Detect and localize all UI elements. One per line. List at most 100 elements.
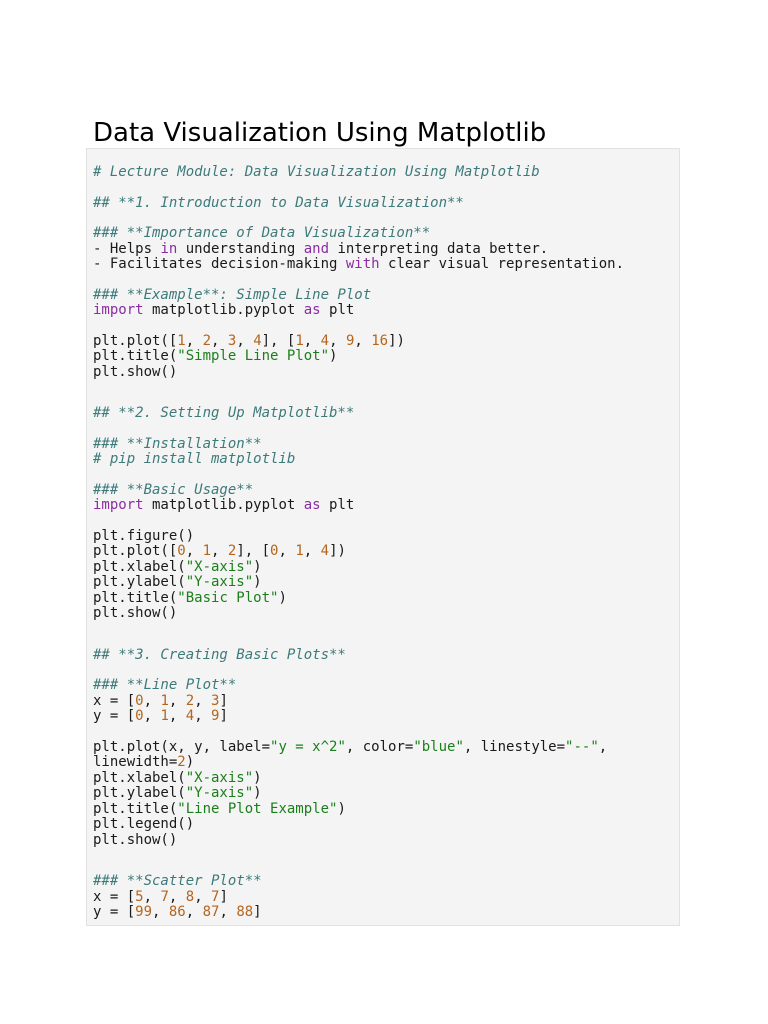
code-blank-line bbox=[93, 422, 673, 437]
code-text: plt.title( bbox=[93, 589, 178, 606]
code-text: ) bbox=[253, 574, 262, 590]
code-comment: ### **Example**: Simple Line Plot bbox=[93, 286, 372, 303]
code-comment: ## **3. Creating Basic Plots** bbox=[93, 646, 346, 663]
code-text: , bbox=[185, 904, 203, 920]
code-text: plt.show() bbox=[93, 831, 178, 848]
code-number: 5 bbox=[135, 888, 144, 905]
code-text: plt bbox=[320, 497, 355, 513]
code-section-gap bbox=[93, 848, 673, 874]
code-line: import matplotlib.pyplot as plt bbox=[93, 497, 673, 514]
code-text: ) bbox=[185, 754, 195, 770]
code-text: y = [ bbox=[93, 708, 136, 724]
code-text: , bbox=[194, 888, 212, 905]
code-line: ### **Example**: Simple Line Plot bbox=[93, 286, 673, 304]
code-text: , bbox=[354, 332, 372, 349]
code-number: 7 bbox=[211, 888, 220, 905]
code-text: , color= bbox=[345, 738, 414, 755]
code-comment: ## **1. Introduction to Data Visualizati… bbox=[93, 194, 464, 211]
code-text: ) bbox=[253, 785, 262, 801]
code-comment: # Lecture Module: Data Visualization Usi… bbox=[93, 164, 540, 180]
code-line: plt.show() bbox=[93, 831, 673, 849]
code-text: ] bbox=[219, 692, 228, 709]
code-text: , bbox=[278, 543, 296, 559]
code-text: , bbox=[303, 332, 321, 349]
code-number: 9 bbox=[211, 708, 220, 724]
code-number: 9 bbox=[345, 332, 355, 349]
code-number: 88 bbox=[236, 904, 254, 920]
code-line: plt.show() bbox=[93, 605, 673, 622]
code-number: 1 bbox=[160, 692, 169, 709]
code-string: "X-axis" bbox=[185, 769, 254, 786]
code-text: , bbox=[598, 738, 608, 755]
code-line: x = [5, 7, 8, 7] bbox=[93, 888, 673, 906]
code-text: plt.plot([ bbox=[93, 543, 178, 559]
code-text: ) bbox=[329, 348, 338, 364]
code-number: 99 bbox=[135, 904, 153, 920]
code-line: y = [99, 86, 87, 88] bbox=[93, 904, 673, 921]
code-line: ### **Installation** bbox=[93, 436, 673, 453]
code-number: 2 bbox=[185, 692, 195, 709]
code-text: , bbox=[194, 692, 212, 709]
code-text: linewidth= bbox=[93, 754, 178, 770]
code-text: , bbox=[194, 708, 212, 724]
code-line: # Lecture Module: Data Visualization Usi… bbox=[93, 164, 673, 181]
code-number: 7 bbox=[160, 888, 169, 905]
code-blank-line bbox=[93, 468, 673, 483]
code-text: ]) bbox=[329, 543, 346, 559]
code-text: ]) bbox=[388, 332, 405, 349]
code-line: - Helps in understanding and interpretin… bbox=[93, 240, 673, 258]
code-text: interpreting data better. bbox=[329, 240, 549, 257]
code-text: plt.plot([ bbox=[93, 332, 178, 349]
code-text: plt.xlabel( bbox=[93, 769, 186, 786]
code-keyword: with bbox=[345, 256, 380, 272]
code-line: plt.title("Basic Plot") bbox=[93, 589, 673, 607]
code-line: plt.ylabel("Y-axis") bbox=[93, 785, 673, 802]
code-number: 4 bbox=[253, 332, 262, 349]
code-number: 1 bbox=[160, 708, 169, 724]
code-line: plt.xlabel("X-axis") bbox=[93, 769, 673, 787]
code-number: 1 bbox=[295, 332, 304, 349]
code-line: ## **3. Creating Basic Plots** bbox=[93, 646, 673, 664]
code-comment: ### **Scatter Plot** bbox=[93, 873, 262, 889]
code-line: ### **Importance of Data Visualization** bbox=[93, 225, 673, 242]
code-text: ) bbox=[253, 769, 262, 786]
code-text: , bbox=[168, 708, 186, 724]
code-text: , bbox=[236, 332, 254, 349]
code-text: plt.xlabel( bbox=[93, 558, 186, 575]
code-text: , bbox=[168, 692, 186, 709]
code-text: ] bbox=[253, 904, 262, 920]
code-number: 4 bbox=[320, 332, 330, 349]
code-text: , bbox=[303, 543, 321, 559]
code-line: plt.plot([0, 1, 2], [0, 1, 4]) bbox=[93, 543, 673, 560]
code-comment: # pip install matplotlib bbox=[93, 451, 296, 467]
code-text: , bbox=[219, 904, 237, 920]
code-text: ] bbox=[219, 708, 228, 724]
code-comment: ### **Line Plot** bbox=[93, 677, 237, 693]
code-text: ) bbox=[337, 800, 346, 817]
code-text: matplotlib.pyplot bbox=[143, 302, 304, 318]
code-blank-line bbox=[93, 319, 673, 334]
code-text: x = [ bbox=[93, 888, 136, 905]
code-text: clear visual representation. bbox=[379, 256, 625, 272]
code-comment: ### **Basic Usage** bbox=[93, 481, 254, 498]
code-line: - Facilitates decision-making with clear… bbox=[93, 256, 673, 273]
code-number: 16 bbox=[371, 332, 389, 349]
code-text: plt.show() bbox=[93, 363, 178, 380]
code-line: plt.plot(x, y, label="y = x^2", color="b… bbox=[93, 738, 673, 756]
code-text: plt.title( bbox=[93, 800, 178, 817]
code-number: 4 bbox=[320, 543, 330, 559]
code-number: 2 bbox=[177, 754, 186, 770]
code-text: understanding bbox=[177, 240, 304, 257]
code-string: "Basic Plot" bbox=[177, 589, 279, 606]
code-line: plt.xlabel("X-axis") bbox=[93, 558, 673, 576]
code-string: "X-axis" bbox=[185, 558, 254, 575]
code-text: plt.show() bbox=[93, 605, 178, 621]
code-number: 0 bbox=[177, 543, 186, 559]
code-number: 2 bbox=[202, 332, 212, 349]
code-text: plt.plot(x, y, label= bbox=[93, 738, 271, 755]
code-string: "Line Plot Example" bbox=[177, 800, 338, 817]
code-line: ### **Scatter Plot** bbox=[93, 873, 673, 890]
code-text: , bbox=[211, 332, 228, 349]
code-line: linewidth=2) bbox=[93, 754, 673, 771]
code-text: plt.ylabel( bbox=[93, 574, 186, 590]
